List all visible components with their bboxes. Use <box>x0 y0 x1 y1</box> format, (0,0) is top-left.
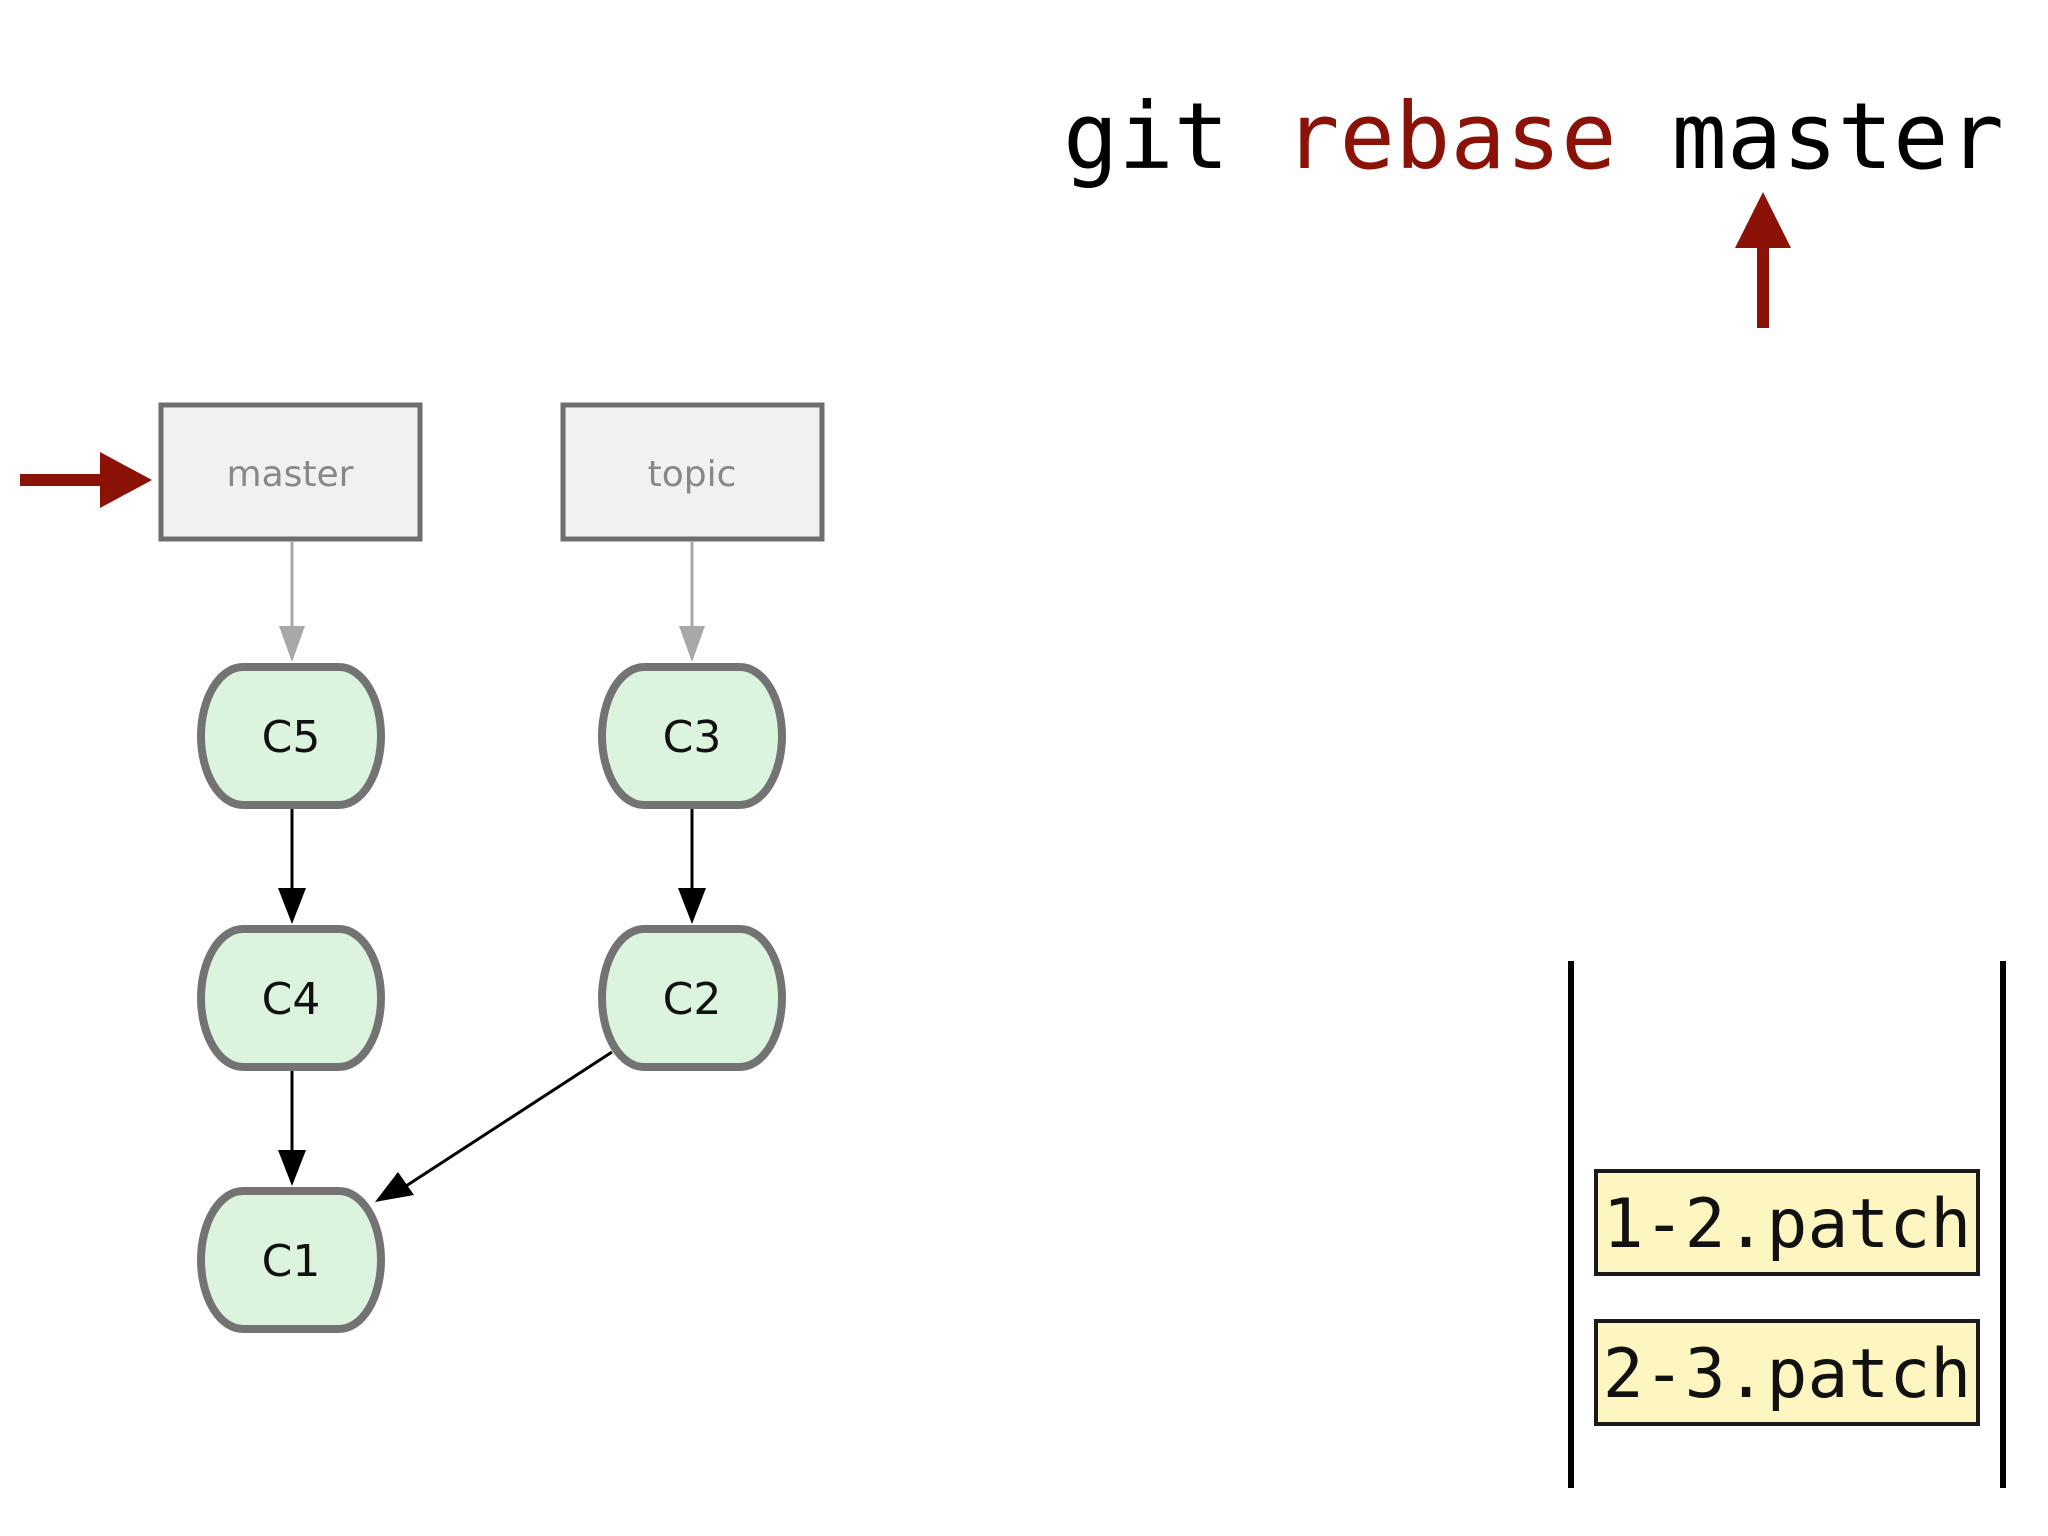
parent-arrow-c5-c4 <box>278 807 306 924</box>
parent-arrow-c4-c1 <box>278 1069 306 1186</box>
commit-c2: C2 <box>598 925 786 1071</box>
commit-c4: C4 <box>197 925 385 1071</box>
commit-c1: C1 <box>197 1187 385 1333</box>
patch-item-1-2: 1-2.patch <box>1594 1169 1980 1276</box>
ref-master: master <box>158 402 423 542</box>
ref-master-label: master <box>227 454 354 495</box>
commit-c5-label: C5 <box>262 712 321 763</box>
commit-c4-label: C4 <box>262 974 321 1025</box>
command-master: master <box>1672 83 2004 190</box>
ref-topic-pointer <box>679 542 705 662</box>
patch-item-2-3: 2-3.patch <box>1594 1319 1980 1426</box>
commit-c3-label: C3 <box>663 712 722 763</box>
current-branch-arrow-icon <box>20 452 152 508</box>
command-rebase: rebase <box>1284 83 1616 190</box>
commit-c2-label: C2 <box>663 974 722 1025</box>
ref-topic-label: topic <box>648 454 737 495</box>
parent-arrow-c2-c1 <box>375 1050 613 1202</box>
command-git: git <box>1063 83 1229 190</box>
command-line: git rebase master <box>1063 83 2004 190</box>
ref-topic: topic <box>560 402 825 542</box>
patch-label-2-3: 2-3.patch <box>1603 1335 1971 1414</box>
command-pointer-arrow-icon <box>1735 192 1791 328</box>
patch-stack: 1-2.patch 2-3.patch <box>1568 961 2006 1488</box>
ref-master-pointer <box>279 542 305 662</box>
commit-c1-label: C1 <box>262 1236 321 1287</box>
commit-c5: C5 <box>197 663 385 809</box>
patch-label-1-2: 1-2.patch <box>1603 1185 1971 1264</box>
commit-c3: C3 <box>598 663 786 809</box>
parent-arrow-c3-c2 <box>678 807 706 924</box>
